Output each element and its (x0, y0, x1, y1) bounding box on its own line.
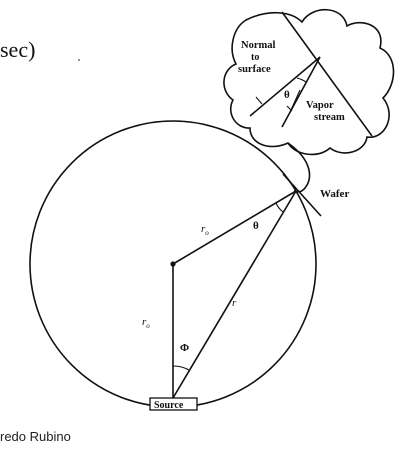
inset-vapor-arrow (290, 89, 301, 111)
r0-left-label-sub: o (146, 322, 150, 330)
inset-normal-label-2: to (251, 52, 259, 63)
inset-vapor-tick (286, 105, 293, 112)
inset-vapor-label-2: stream (314, 112, 345, 123)
phi-arc (172, 365, 190, 371)
r0-upper-label-r: r (201, 223, 206, 235)
stray-dot (78, 59, 80, 61)
source-label: Source (154, 400, 184, 411)
source-to-wafer-line (172, 190, 297, 399)
inset-normal-label-3: surface (238, 64, 271, 75)
inset-theta-arc (296, 77, 307, 83)
inset-normal-tick (255, 96, 263, 105)
r0-upper-label-sub: o (205, 229, 209, 237)
inset-cloud-outline (223, 8, 395, 156)
radius-to-wafer (172, 190, 297, 265)
inset-theta-label: θ (284, 89, 290, 101)
theta-label: θ (253, 220, 259, 232)
r0-upper-label: ro (201, 223, 209, 237)
inset-wafer-surface (281, 11, 373, 137)
inset-normal-label-1: Normal (241, 40, 275, 51)
r0-left-label-r: r (142, 316, 147, 328)
inset-normal-line (249, 56, 321, 117)
phi-label: Φ (180, 342, 189, 354)
inset-vapor-label-1: Vapor (306, 100, 334, 111)
wafer-tangent (282, 173, 322, 217)
r-label: r (232, 297, 237, 309)
wafer-label: Wafer (320, 188, 349, 200)
image-credit-fragment: redo Rubino (0, 429, 71, 444)
inset-vapor-line (281, 56, 321, 128)
source-box (149, 397, 198, 411)
theta-arc (275, 202, 284, 213)
cropped-text-fragment: sec) (0, 37, 35, 62)
r0-left-label: ro (142, 316, 150, 330)
